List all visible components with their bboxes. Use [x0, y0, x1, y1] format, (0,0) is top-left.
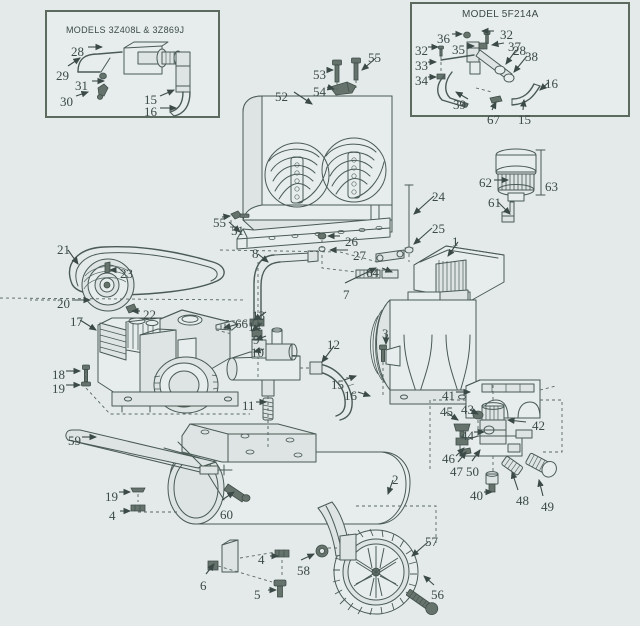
- inset-right-art: [436, 30, 541, 108]
- callout-number-66: 66: [235, 316, 248, 331]
- callout-number-4: 4: [109, 508, 116, 523]
- leader-lines: [66, 57, 544, 594]
- callout-number-41: 41: [442, 388, 455, 403]
- callout-number-58: 58: [297, 563, 310, 578]
- callout-number-19: 19: [52, 381, 65, 396]
- callout-number-29: 29: [56, 68, 69, 83]
- callout-number-3: 3: [382, 326, 389, 341]
- callout-number-10: 10: [251, 345, 264, 360]
- callout-number-55: 55: [368, 50, 381, 65]
- inset-left-art: [77, 41, 191, 117]
- callout-number-31: 31: [75, 78, 88, 93]
- callout-number-36: 36: [437, 31, 450, 46]
- callout-number-53: 53: [313, 67, 326, 82]
- callout-number-51: 51: [231, 223, 244, 238]
- callout-number-35: 35: [452, 42, 465, 57]
- center-manifold: [215, 320, 357, 421]
- inset-left-title: MODELS 3Z408L & 3Z869J: [66, 25, 185, 35]
- callout-number-57: 57: [425, 534, 438, 549]
- guard-bracket-51: [236, 217, 391, 250]
- callout-number-61: 61: [488, 195, 501, 210]
- callout-number-17: 17: [70, 314, 83, 329]
- compressor-pump-1: [370, 245, 505, 405]
- belt-and-pulley: [68, 245, 225, 314]
- callout-number-52: 52: [275, 89, 288, 104]
- callout-number-49: 49: [541, 499, 554, 514]
- callout-number-6: 6: [200, 578, 207, 593]
- callout-number-67: 67: [487, 112, 500, 127]
- inset-leader-lines: [67, 27, 550, 112]
- callout-number-50: 50: [466, 464, 479, 479]
- callout-number-9: 9: [253, 332, 260, 347]
- callout-number-14: 14: [248, 319, 261, 334]
- callout-number-34: 34: [415, 73, 428, 88]
- callout-number-27: 27: [353, 248, 366, 263]
- callout-number-11: 11: [242, 398, 255, 413]
- callout-number-33: 33: [415, 58, 428, 73]
- callout-number-44: 44: [461, 428, 474, 443]
- callout-number-60: 60: [220, 507, 233, 522]
- callout-number-28: 28: [71, 44, 84, 59]
- callout-number-56: 56: [431, 587, 444, 602]
- callout-number-25: 25: [432, 221, 445, 236]
- callout-number-39: 39: [453, 97, 466, 112]
- callout-number-16: 16: [545, 76, 558, 91]
- callout-number-45: 45: [440, 404, 453, 419]
- assembly-dashed-lines: [0, 80, 563, 583]
- callout-number-2: 2: [392, 472, 399, 487]
- callout-number-7: 7: [343, 287, 350, 302]
- callout-number-28: 28: [513, 43, 526, 58]
- wheel-57: [317, 501, 439, 616]
- callout-number-12: 12: [327, 337, 340, 352]
- callout-number-5: 5: [254, 587, 261, 602]
- fastener-group-top: [230, 57, 361, 220]
- callout-number-59: 59: [68, 433, 81, 448]
- callout-number-32: 32: [500, 27, 513, 42]
- callout-number-64: 64: [366, 265, 379, 280]
- callout-number-23: 23: [120, 266, 133, 281]
- callout-number-20: 20: [57, 296, 70, 311]
- callout-number-8: 8: [252, 246, 259, 261]
- callout-number-19: 19: [105, 489, 118, 504]
- callout-number-38: 38: [525, 49, 538, 64]
- callout-number-42: 42: [532, 418, 545, 433]
- callout-number-4: 4: [258, 552, 265, 567]
- callout-number-54: 54: [313, 84, 326, 99]
- callout-number-16: 16: [344, 388, 357, 403]
- engine-17: [81, 309, 239, 414]
- callout-number-15: 15: [518, 112, 531, 127]
- callout-number-15: 15: [144, 92, 157, 107]
- callout-number-13: 13: [252, 308, 265, 323]
- callout-number-21: 21: [57, 242, 70, 257]
- callout-number-22: 22: [143, 307, 156, 322]
- callout-number-63: 63: [545, 179, 558, 194]
- callout-number-40: 40: [470, 488, 483, 503]
- callout-number-46: 46: [442, 451, 455, 466]
- callout-number-47: 47: [450, 464, 463, 479]
- callout-number-16: 16: [144, 104, 157, 119]
- callout-number-1: 1: [452, 234, 459, 249]
- callout-number-55: 55: [213, 215, 226, 230]
- callout-number-26: 26: [345, 234, 358, 249]
- callout-number-43: 43: [461, 402, 474, 417]
- callout-number-24: 24: [432, 189, 445, 204]
- callout-number-15: 15: [331, 377, 344, 392]
- callout-number-32: 32: [415, 43, 428, 58]
- callout-number-37: 37: [508, 39, 521, 54]
- air-tank-2: [65, 423, 411, 598]
- callout-number-48: 48: [516, 493, 529, 508]
- callout-number-30: 30: [60, 94, 73, 109]
- inset-right-title: MODEL 5F214A: [462, 9, 539, 20]
- callout-number-18: 18: [52, 367, 65, 382]
- callout-number-62: 62: [479, 175, 492, 190]
